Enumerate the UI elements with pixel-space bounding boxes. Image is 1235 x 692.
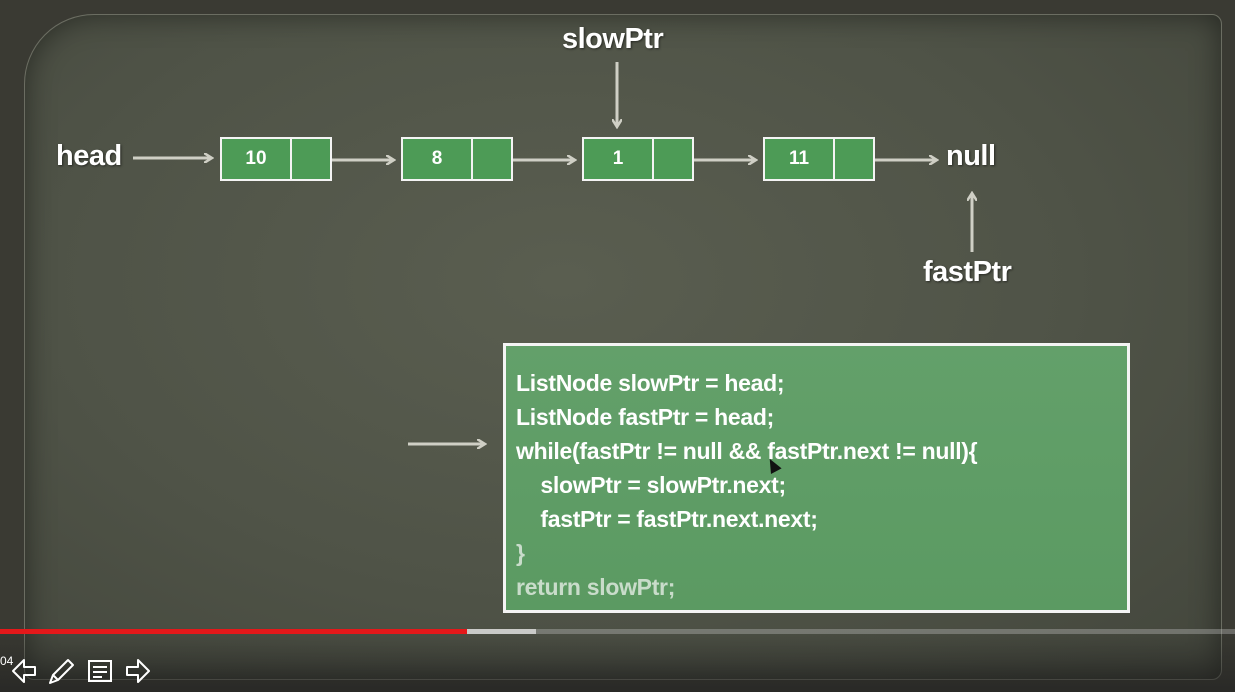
list-node: 11	[763, 137, 875, 181]
node-value: 10	[222, 139, 292, 179]
code-line: while(fastPtr != null && fastPtr.next !=…	[516, 438, 978, 464]
code-box: ListNode slowPtr = head; ListNode fastPt…	[503, 343, 1130, 613]
code-line: fastPtr = fastPtr.next.next;	[516, 506, 818, 532]
video-player-bar	[0, 627, 1235, 692]
arrow-right-icon[interactable]	[124, 657, 152, 685]
code-line: ListNode fastPtr = head;	[516, 404, 774, 430]
node-pointer	[654, 139, 692, 179]
node-pointer	[292, 139, 330, 179]
null-label: null	[946, 140, 996, 172]
code-line: }	[516, 540, 525, 566]
list-node: 8	[401, 137, 513, 181]
code-line: slowPtr = slowPtr.next;	[516, 472, 786, 498]
node-pointer	[835, 139, 873, 179]
list-node: 1	[582, 137, 694, 181]
node-pointer	[473, 139, 511, 179]
node-value: 1	[584, 139, 654, 179]
node-value: 8	[403, 139, 473, 179]
progress-played[interactable]	[0, 629, 467, 634]
progress-track[interactable]	[0, 629, 1235, 634]
fast-ptr-label: fastPtr	[923, 256, 1012, 288]
code-line: ListNode slowPtr = head;	[516, 370, 785, 396]
code-line: return slowPtr;	[516, 574, 676, 600]
pen-icon[interactable]	[46, 657, 76, 687]
arrow-left-icon[interactable]	[10, 657, 38, 685]
node-value: 11	[765, 139, 835, 179]
slow-ptr-label: slowPtr	[562, 23, 664, 55]
notes-icon[interactable]	[86, 657, 114, 685]
head-label: head	[56, 140, 122, 172]
time-readout: 04	[0, 654, 14, 668]
list-node: 10	[220, 137, 332, 181]
